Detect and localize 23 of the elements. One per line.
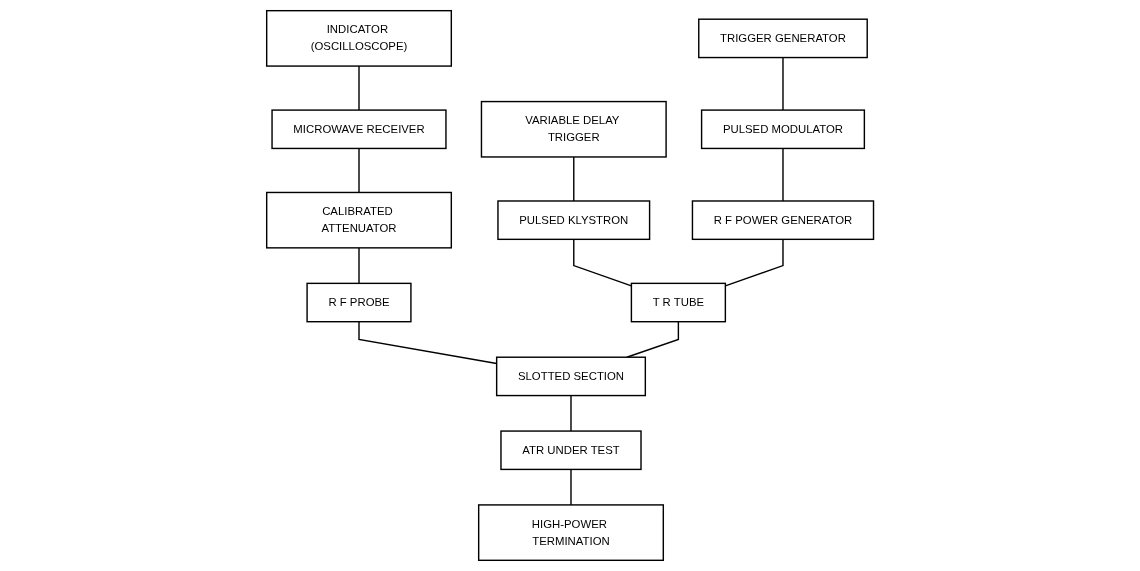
connector [572, 156, 575, 202]
connector [782, 147, 784, 202]
connector [570, 468, 572, 506]
connector [358, 147, 360, 194]
node-box: VARIABLE DELAY TRIGGER [480, 100, 667, 158]
node-box: TRIGGER GENERATOR [697, 18, 868, 59]
node-box: SLOTTED SECTION [495, 356, 646, 397]
connector [358, 65, 360, 111]
node-box: ATR UNDER TEST [500, 430, 642, 471]
node-box: T R TUBE [630, 282, 726, 323]
node-box: INDICATOR (OSCILLOSCOPE) [265, 9, 452, 67]
connector [782, 56, 784, 111]
node-box: R F PROBE [306, 282, 412, 323]
node-box: PULSED MODULATOR [700, 109, 865, 150]
node-box: PULSED KLYSTRON [497, 200, 651, 241]
node-box: HIGH-POWER TERMINATION [477, 504, 664, 561]
connector [625, 321, 679, 358]
connector [570, 394, 572, 432]
node-box: CALIBRATED ATTENUATOR [265, 191, 452, 249]
node-box: MICROWAVE RECEIVER [271, 109, 447, 150]
connector [358, 247, 360, 285]
connector [572, 238, 632, 287]
node-box: R F POWER GENERATOR [691, 200, 875, 241]
